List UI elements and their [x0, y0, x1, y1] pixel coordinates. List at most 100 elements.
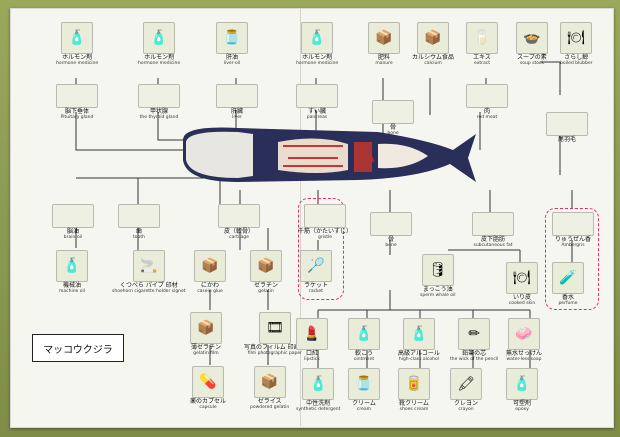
label-ja: エキス	[473, 54, 491, 61]
label-en: sperm whale oil	[420, 293, 456, 298]
label-ja: 骨	[387, 236, 394, 243]
label-ja: ゼライス	[257, 398, 282, 405]
label-en: calcium	[424, 61, 442, 66]
label-ja: ホルモン剤	[144, 54, 175, 61]
label-ja: 尾羽毛	[557, 136, 576, 143]
label-en: casein glue	[197, 289, 223, 294]
body-part-image	[216, 84, 258, 108]
label-ja: クレヨン	[453, 400, 478, 407]
box-icon: 📦	[190, 312, 222, 344]
box-icon: 📦	[368, 22, 400, 54]
label-ja: 高級アルコール	[398, 350, 440, 357]
label-en: shoes cream	[399, 407, 429, 412]
label-en: subcutaneous fat	[473, 243, 513, 248]
label-en: brain-oil	[63, 235, 83, 240]
label-ja: 香水	[561, 294, 574, 301]
label-en: tooth	[133, 235, 145, 240]
soap-icon: 🧼	[508, 318, 540, 350]
label-en: cartilage	[229, 235, 249, 240]
label-en: hormone medicine	[296, 61, 339, 66]
label-en: water-less soap	[506, 357, 542, 362]
label-ja: 中性洗剤	[306, 400, 331, 407]
label-en: powdered gelatin	[250, 405, 290, 410]
label-en: Pituitary gland	[60, 115, 94, 120]
body-part-image	[372, 100, 414, 124]
lipstick-icon: 💄	[296, 318, 328, 350]
box-icon: 📦	[250, 250, 282, 282]
plate-icon: 🍽	[506, 262, 538, 294]
label-en: gristle	[317, 235, 333, 240]
label-ja: ラケット	[303, 282, 328, 289]
label-ja: 肉	[483, 108, 490, 115]
crayon-icon: 🖍	[450, 368, 482, 400]
label-ja: 靴クリーム	[399, 400, 429, 407]
tin-icon: 🥫	[398, 368, 430, 400]
label-en: boiled blubber	[560, 61, 593, 66]
bottle-icon: 🧴	[61, 22, 94, 54]
label-en: extract	[474, 61, 490, 66]
body-part-image	[56, 84, 98, 108]
label-en: cream	[356, 407, 372, 412]
label-en: hormone medicine	[56, 61, 99, 66]
label-ja: 薄ゼラチン	[190, 344, 221, 351]
label-ja: 歯	[135, 228, 142, 235]
label-ja: 脳下垂体	[64, 108, 89, 115]
capsule-icon: 💊	[192, 366, 224, 398]
parts-bottom-gristle: 千筋（かたいすじ）gristle	[298, 204, 352, 240]
label-ja: にかわ	[200, 282, 219, 289]
body-part-image	[218, 204, 260, 228]
bottle-icon: 🧴	[506, 368, 538, 400]
carton-icon: 🥛	[466, 22, 498, 54]
label-en: shoehorn cigarette holder signet	[112, 289, 186, 294]
bottle-icon: 🧴	[302, 368, 335, 400]
label-en: ointment	[353, 357, 375, 362]
package-icon: 🍲	[516, 22, 548, 54]
label-ja: 口紅	[305, 350, 318, 357]
label-ja: 軟こう	[354, 350, 373, 357]
label-ja: ゼラチン	[253, 282, 278, 289]
parts-bottom-cartilage: 皮（軟骨）cartilage	[218, 204, 260, 240]
body-part-image	[296, 84, 338, 108]
label-en: soup stock	[519, 61, 545, 66]
label-en: bone	[385, 243, 397, 248]
label-en: crayon	[458, 407, 474, 412]
label-ja: 肝油	[225, 54, 238, 61]
pipe-icon: 🚬	[132, 250, 165, 282]
tube-icon: 🧴	[348, 318, 380, 350]
label-ja: まっこう油	[422, 286, 453, 293]
sperm-whale-illustration	[183, 127, 476, 182]
label-ja: 肝臓	[230, 108, 243, 115]
label-ja: 千筋（かたいすじ）	[298, 228, 353, 235]
page-title: マッコウクジラ	[32, 334, 124, 362]
drum-icon: 🛢	[421, 254, 454, 286]
gristle-highlight	[298, 198, 344, 300]
label-en: pancreas	[306, 115, 328, 120]
body-part-image	[546, 112, 588, 136]
label-ja: りゅうぜん香	[554, 236, 591, 243]
